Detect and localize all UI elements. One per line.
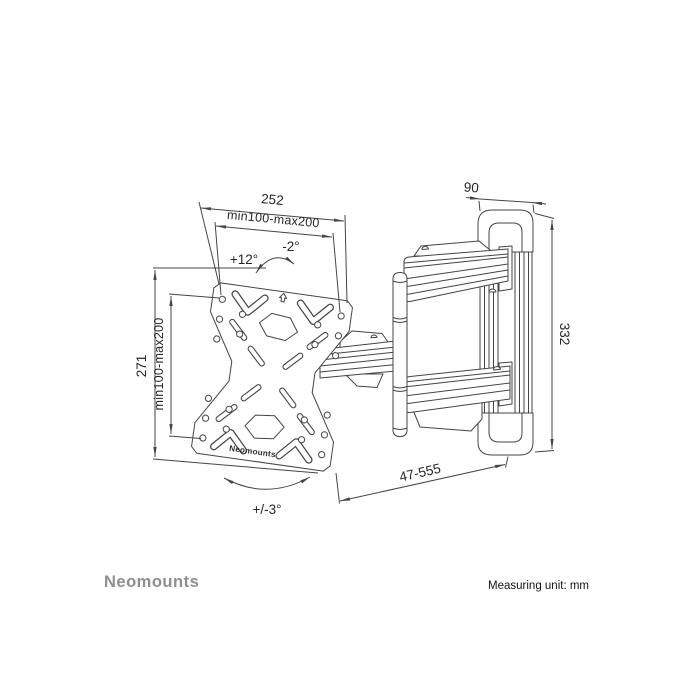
- wall-bracket-bottom-cap: [478, 413, 533, 455]
- support-arms: [404, 241, 512, 431]
- plate-holes: [199, 296, 344, 458]
- dimension-vesa-height: min100-max200: [152, 294, 219, 439]
- wall-bracket-top-cap: [478, 210, 533, 252]
- vesa-plate-outline: [191, 282, 354, 472]
- swivel-label: +/-3°: [252, 502, 281, 517]
- bottom-arm-dome: [493, 367, 500, 370]
- footer-brand-logo: Neomounts: [104, 573, 200, 591]
- dimension-bracket-height: 332: [535, 214, 572, 453]
- dimension-bracket-depth: 90: [463, 180, 546, 213]
- vesa-plate: Neomounts: [191, 282, 354, 472]
- mid-arm-dome: [371, 335, 377, 338]
- vesa-width-label: min100-max200: [226, 208, 320, 231]
- bottom-arm: [404, 366, 510, 413]
- mid-arm: [320, 331, 396, 388]
- plate-arrow-hole: [279, 293, 287, 302]
- measuring-unit-label: Measuring unit: mm: [488, 580, 589, 592]
- dimensions: 252 min100-max200 +12° -2° 271 min10: [134, 180, 572, 517]
- plate-width-label: 252: [261, 191, 285, 208]
- annotation-swivel: +/-3°: [224, 477, 310, 517]
- dimension-plate-width: 252: [199, 191, 347, 303]
- rail-screw-dome: [489, 289, 496, 292]
- bracket-height-label: 332: [557, 323, 572, 346]
- dimension-plate-height: 271: [134, 268, 318, 473]
- mid-arm-foot: [345, 374, 383, 388]
- plate-hexagon-top: [257, 312, 299, 342]
- plate-height-label: 271: [134, 355, 149, 378]
- vesa-height-label: min100-max200: [152, 318, 166, 411]
- tilt-up-label: +12°: [230, 252, 258, 267]
- dimension-extension: 47-555: [336, 457, 508, 504]
- wall-rail-right: [515, 251, 532, 414]
- tilt-down-label: -2°: [282, 239, 299, 254]
- pivot-column: [393, 273, 407, 437]
- extension-label: 47-555: [398, 461, 442, 485]
- top-arm-claw-dome: [422, 246, 429, 249]
- annotation-tilt: +12° -2°: [230, 239, 300, 273]
- plate-hexagon-bottom: [243, 412, 285, 442]
- bracket-depth-label: 90: [463, 180, 479, 196]
